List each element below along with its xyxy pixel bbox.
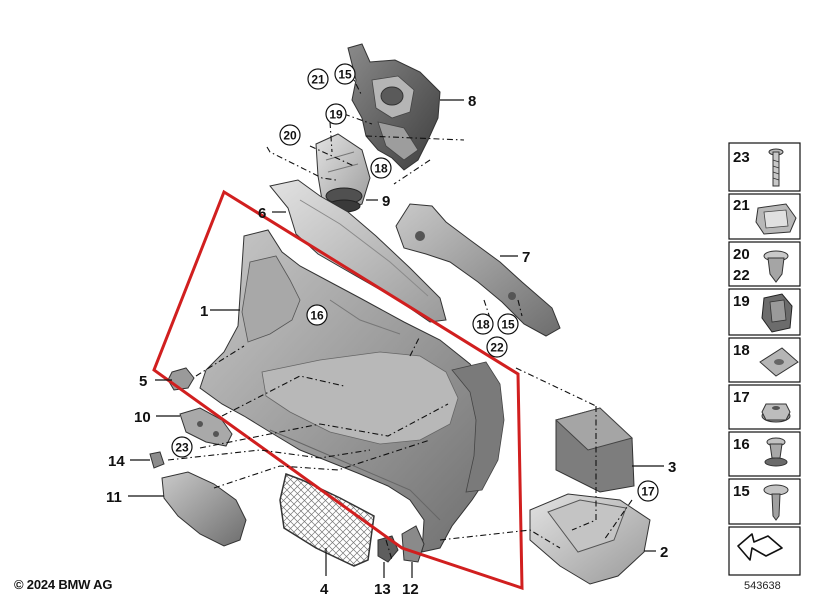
arrow-icon [737,533,783,561]
callout-7: 7 [522,249,530,266]
callout-3: 3 [668,459,676,476]
fastener-cell-18: 18 [728,337,801,383]
callout-6: 6 [258,205,266,222]
svg-text:19: 19 [733,293,750,310]
callout-13: 13 [374,581,391,598]
circled-callout-23: 23 [171,436,193,458]
screw-icon [768,148,784,187]
svg-text:15: 15 [501,318,515,332]
fastener-cell-arrow [728,526,801,576]
leader-lines [128,99,664,578]
svg-text:20: 20 [733,246,750,263]
diagram-id: 543638 [744,580,781,592]
part-8-upper-bracket [347,43,441,171]
part-5-clip [167,367,195,391]
svg-text:23: 23 [733,149,750,166]
svg-text:21: 21 [311,73,325,87]
speed-nut-icon [759,347,799,377]
callout-9: 9 [382,193,390,210]
svg-text:22: 22 [733,267,750,284]
svg-text:18: 18 [374,162,388,176]
svg-text:21: 21 [733,197,750,214]
expansion-rivet-icon [763,250,789,283]
fastener-cell-21: 21 [728,193,801,240]
part-1-luggage-trim-panel [199,229,505,553]
callout-1: 1 [200,303,208,320]
callout-14: 14 [108,453,125,470]
part-11-cover [161,471,247,547]
circled-callout-22: 22 [486,336,508,358]
svg-text:17: 17 [641,485,655,499]
circled-callout-18-top: 18 [370,157,392,179]
circled-callout-20: 20 [279,124,301,146]
circled-callout-15-top: 15 [334,63,356,85]
part-3-storage-box [555,407,635,493]
clip-icon [755,203,797,235]
part-9-duct-grommet [315,133,371,215]
circled-callout-18-bottom: 18 [472,313,494,335]
fastener-cell-20-22: 20 22 [728,241,801,287]
fastener-cell-19: 19 [728,288,801,336]
part-2-storage-tray [529,493,651,585]
fastener-cell-16: 16 [728,431,801,477]
plastic-rivet-icon [763,484,789,521]
fastener-cell-23: 23 [728,142,801,192]
svg-text:18: 18 [733,342,750,359]
svg-text:20: 20 [283,129,297,143]
part-10-bracket [179,407,233,447]
callout-11: 11 [106,489,122,506]
callout-4: 4 [320,581,329,598]
assembly-lines [167,71,633,561]
clip-bolt-icon [764,437,788,467]
circled-callout-16: 16 [306,304,328,326]
circled-callout-17: 17 [637,480,659,502]
svg-text:15: 15 [733,483,750,500]
part-13-fastener [377,535,399,563]
svg-text:23: 23 [175,441,189,455]
fastener-panel: 23 21 20 22 [728,142,801,576]
svg-text:16: 16 [310,309,324,323]
circled-callout-15-bottom: 15 [497,313,519,335]
part-12-cap [401,525,425,563]
callout-2: 2 [660,544,668,561]
part-4-luggage-net [279,472,375,567]
svg-text:18: 18 [476,318,490,332]
callout-12: 12 [402,581,419,598]
hex-nut-icon [761,403,791,423]
circled-callout-19: 19 [325,103,347,125]
copyright: © 2024 BMW AG [14,577,113,592]
callout-10: 10 [134,409,151,426]
part-14-small-clip [149,451,165,469]
fastener-cell-15: 15 [728,478,801,525]
circled-callout-21: 21 [307,68,329,90]
svg-text:15: 15 [338,68,352,82]
svg-text:19: 19 [329,108,343,122]
spring-clip-icon [761,293,793,333]
callout-5: 5 [139,373,147,390]
callout-8: 8 [468,93,476,110]
svg-text:22: 22 [490,341,504,355]
svg-text:17: 17 [733,389,750,406]
svg-text:16: 16 [733,436,750,453]
highlight-outline [152,189,524,591]
fastener-cell-17: 17 [728,384,801,430]
